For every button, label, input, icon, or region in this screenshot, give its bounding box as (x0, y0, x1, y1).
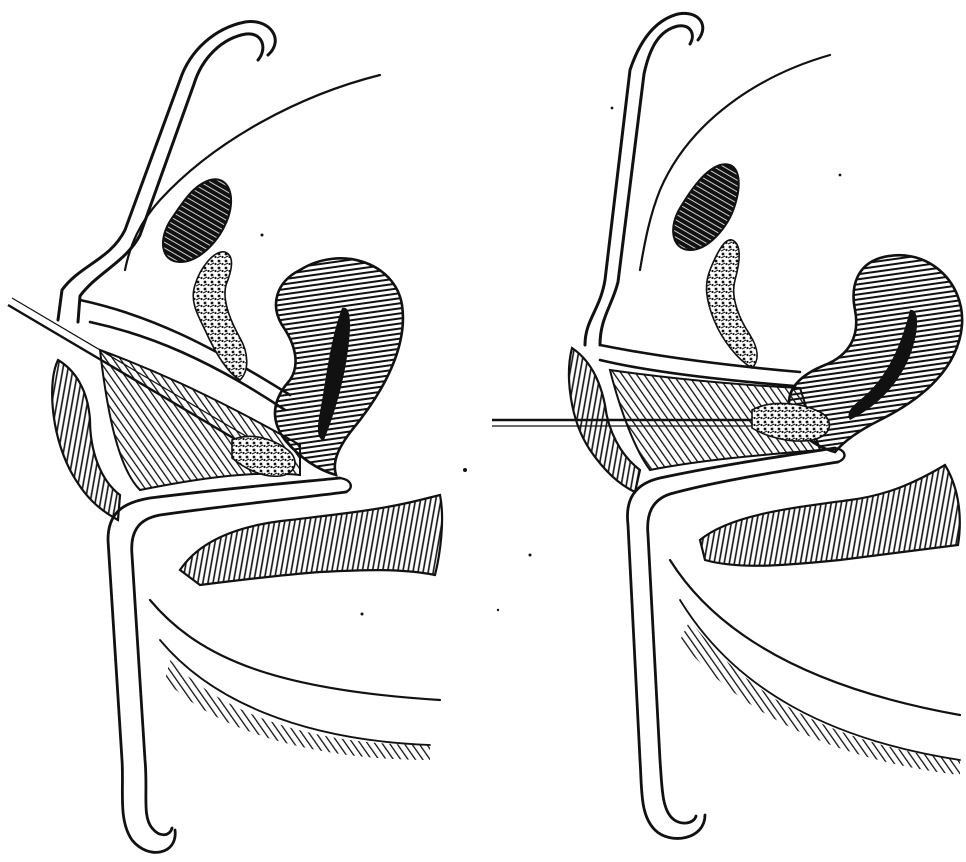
right-perineum (670, 560, 960, 715)
right-bladder (673, 164, 739, 250)
right-rectum (700, 465, 960, 566)
right-tissue-column (707, 240, 758, 368)
right-speculum-anterior-blade (600, 345, 800, 372)
right-speculum-upper-handle (585, 13, 703, 345)
left-panel (8, 22, 442, 853)
right-panel (492, 13, 962, 838)
left-speculum-upper-handle (58, 22, 275, 320)
left-bladder (163, 179, 231, 262)
right-abdominal-wall (640, 55, 830, 270)
